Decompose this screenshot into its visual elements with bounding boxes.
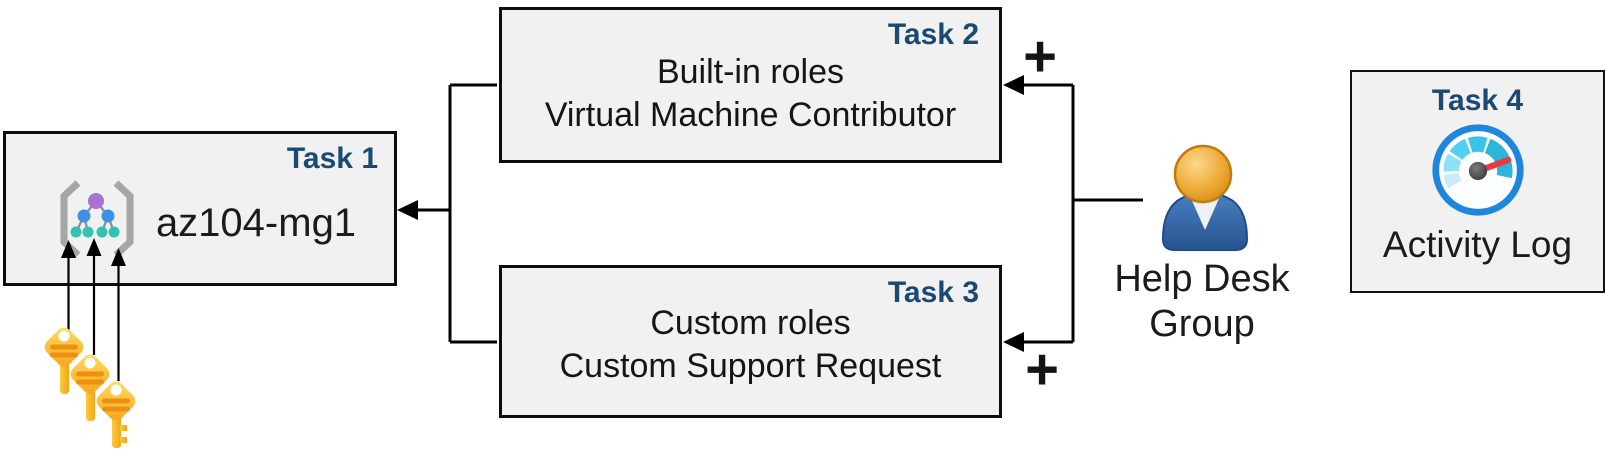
key-icon [96,381,136,448]
task4-box: Task 4 Activity Log [1350,70,1605,293]
user-icon [1161,144,1249,251]
task3-line2: Custom Support Request [559,347,942,385]
key-icon [70,354,110,421]
task4-caption: Activity Log [1382,224,1573,265]
gauge-segment-1 [1443,172,1461,189]
gauge-segment-5 [1484,138,1513,179]
task2-box: Task 2 Built-in roles Virtual Machine Co… [499,7,1002,163]
task4-label: Task 4 [1431,84,1524,117]
task3-line1: Custom roles [650,304,851,342]
task2-label: Task 2 [887,18,979,51]
help-desk-line2: Group [1149,303,1255,345]
task2-line1: Built-in roles [656,53,845,91]
user-body [1161,190,1249,251]
help-desk-group-caption: Help Desk Group [1107,257,1297,347]
gauge-segment-3 [1449,138,1471,160]
task3-label: Task 3 [887,276,979,309]
gauge-hub [1468,161,1487,181]
plus-sign-task3: + [1025,337,1059,402]
subscription-keys-icon [44,327,136,448]
task1-label: Task 1 [286,142,378,175]
plus-sign-task2: + [1023,24,1057,89]
user-collar [1189,189,1221,230]
user-head [1173,144,1233,204]
arrowhead-into-task1 [397,200,418,220]
connector-roles-to-mg [414,83,497,344]
gauge-segment-4 [1467,136,1488,153]
task3-box: Task 3 Custom roles Custom Support Reque… [499,265,1002,418]
help-desk-line1: Help Desk [1114,258,1290,300]
activity-log-gauge-icon [1431,124,1524,216]
task1-box: Task 1 az104-mg1 [3,131,397,286]
gauge-segment-2 [1442,153,1461,172]
task1-title: az104-mg1 [155,201,357,245]
task2-line2: Virtual Machine Contributor [544,96,957,134]
key-icon [44,327,84,394]
